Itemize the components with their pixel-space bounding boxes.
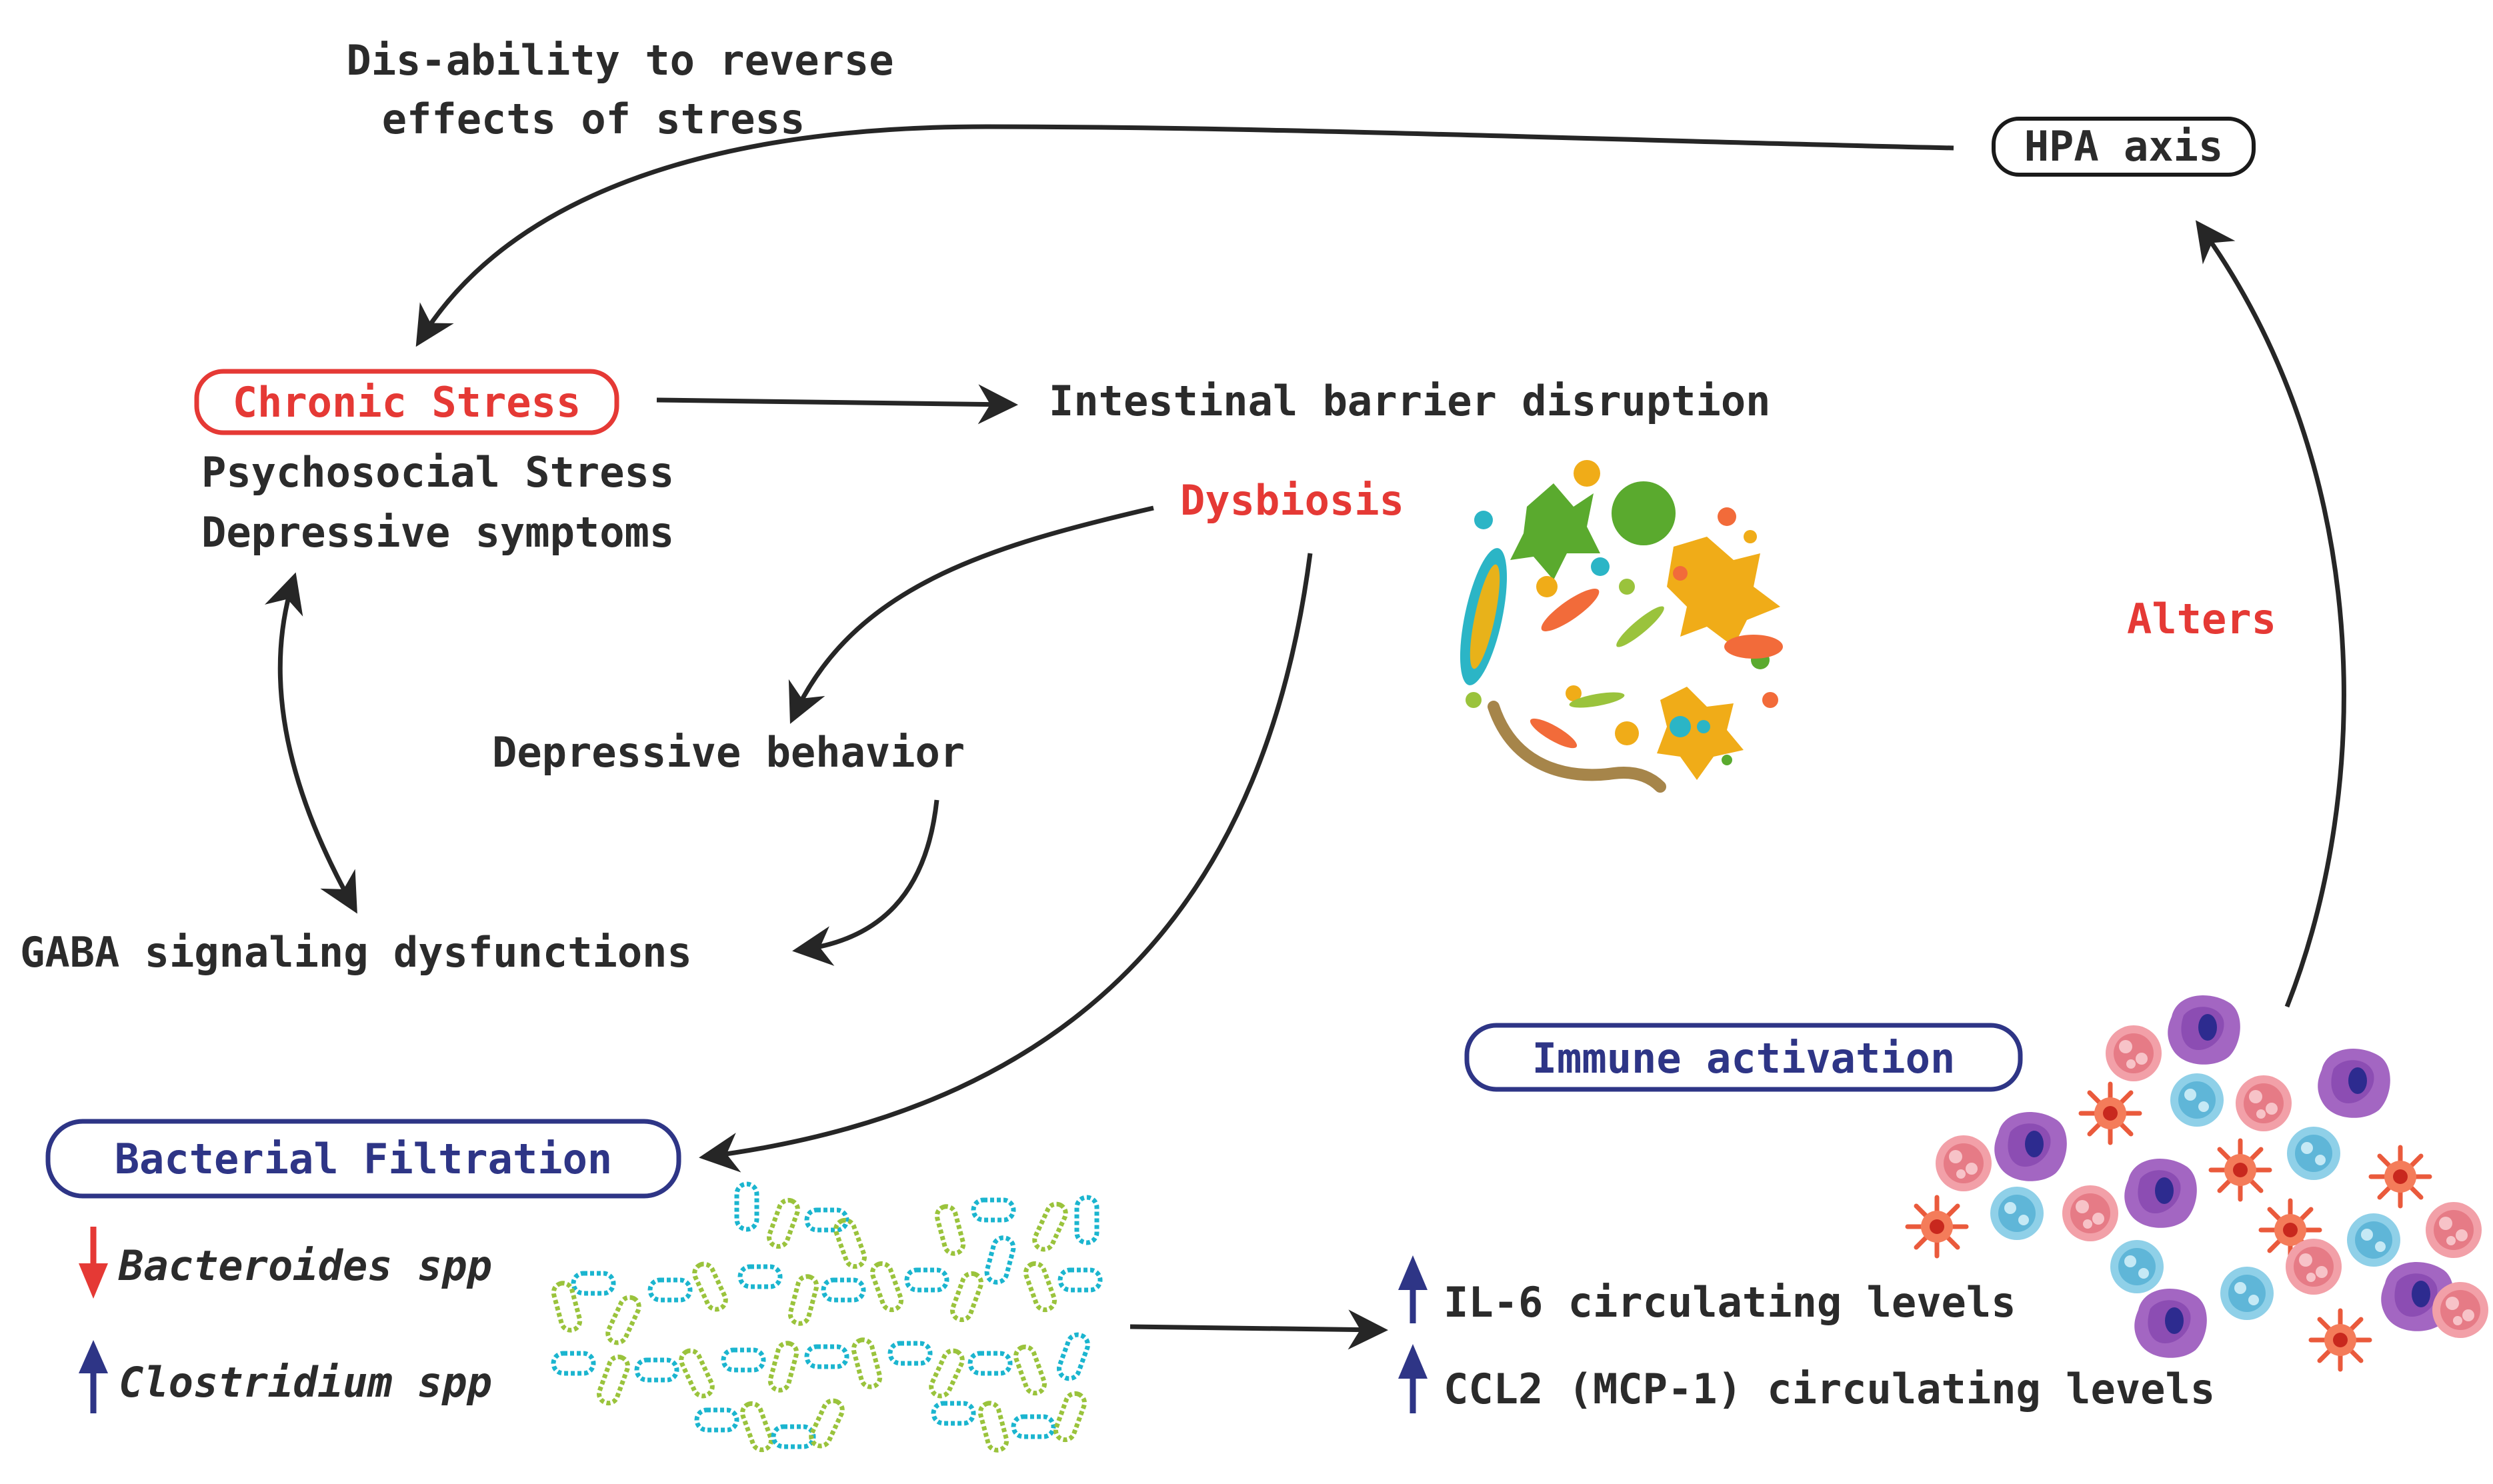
ccl2-label: CCL2 (MCP-1) circulating levels [1444, 1365, 2215, 1413]
arrow-stress-to-intestinal [656, 384, 1018, 425]
up-arrow-icon [1398, 1255, 1428, 1323]
chronic-stress-label: Chronic Stress [233, 378, 581, 427]
psychosocial-stress-label: Psychosocial Stress [201, 448, 674, 497]
chronic-stress-box [194, 369, 619, 435]
clostridium-label: Clostridium spp [119, 1358, 492, 1407]
immune-activation-box [1464, 1023, 2023, 1092]
hpa-axis-box [1992, 117, 2256, 177]
rod-bacteria-icon [551, 1184, 1100, 1453]
arrow-bacteria-to-cytokines [1129, 1309, 1388, 1350]
hpa-axis-label: HPA axis [2024, 122, 2224, 171]
immune-activation-label: Immune activation [1532, 1034, 1956, 1083]
depressive-symptoms-label: Depressive symptoms [201, 508, 674, 557]
intestinal-barrier-label: Intestinal barrier disruption [1049, 377, 1771, 425]
depressive-behavior-label: Depressive behavior [492, 728, 965, 777]
arrow-behavior-to-gaba [792, 799, 939, 966]
arrow-immune-to-hpa [2195, 220, 2346, 1008]
disability-line-1: Dis-ability to reverse [346, 36, 893, 85]
bacterial-filtration-label: Bacterial Filtration [115, 1135, 613, 1183]
disability-line-2: effects of stress [382, 95, 805, 143]
microbiome-cluster-icon [1460, 460, 1783, 793]
up-arrow-icon [79, 1340, 108, 1413]
arrow-gaba-stress-bidirectional [265, 572, 357, 914]
gaba-signaling-label: GABA signaling dysfunctions [20, 928, 692, 977]
arrow-dysbiosis-to-depressive-behavior [788, 505, 1154, 724]
il6-label: IL-6 circulating levels [1444, 1278, 2016, 1327]
up-arrow-icon [1398, 1344, 1428, 1413]
bacteroides-label: Bacteroides spp [118, 1241, 492, 1290]
down-arrow-icon [79, 1227, 108, 1299]
arrow-dysbiosis-to-bacterial-filtration [699, 553, 1313, 1173]
alters-label: Alters [2127, 595, 2276, 643]
dysbiosis-label: Dysbiosis [1180, 476, 1404, 525]
arrow-hpa-to-chronic-stress [415, 124, 1954, 347]
bacterial-filtration-box [45, 1119, 681, 1199]
